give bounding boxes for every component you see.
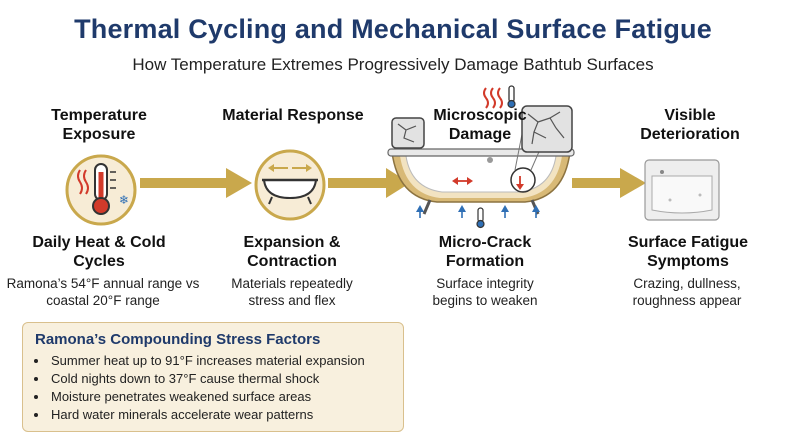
stage-1-desc: Ramona’s 54°F annual range vs coastal 20… [6,276,200,308]
page-subtitle: How Temperature Extremes Progressively D… [132,55,654,74]
list-item: Hard water minerals accelerate wear patt… [49,406,391,424]
bathtub-icon [254,149,326,221]
worn-tub-icon [644,159,720,221]
stress-factors-list: Summer heat up to 91°F increases materia… [35,352,391,424]
stage-1-title: Temperature Exposure [51,107,147,143]
stage-4-title: Visible Deterioration [640,107,740,143]
list-item: Cold nights down to 37°F cause thermal s… [49,370,391,388]
cold-thermometer-icon [476,207,485,229]
magnifier-crack-icon [391,105,573,193]
heat-waves-icon [483,85,516,109]
stage-3-desc: Surface integrity begins to weaken [432,276,538,308]
stress-factors-title: Ramona’s Compounding Stress Factors [35,331,321,348]
microscopic-tub-diagram [387,148,575,218]
thermometer-icon: ❄ [65,154,137,226]
stress-factors-panel: Ramona’s Compounding Stress Factors Summ… [22,322,404,432]
stage-3-title: Microscopic Damage [433,107,527,143]
list-item: Moisture penetrates weakened surface are… [49,388,391,406]
stage-3-head: Micro-Crack Formation [438,234,532,270]
stage-2-head: Expansion & Contraction [243,234,341,270]
page-title: Thermal Cycling and Mechanical Surface F… [74,14,712,44]
stage-2-desc: Materials repeatedly stress and flex [231,276,353,308]
flow-arrow-1 [140,168,252,198]
stage-2-title: Material Response [222,107,364,124]
flow-arrow-3 [572,168,646,198]
stage-4-desc: Crazing, dullness, roughness appear [632,276,742,308]
stage-1-head: Daily Heat & Cold Cycles [32,234,166,270]
stage-4-head: Surface Fatigue Symptoms [627,234,749,270]
svg-text:❄: ❄ [119,193,129,207]
flow-arrow-2 [328,168,410,198]
list-item: Summer heat up to 91°F increases materia… [49,352,391,370]
